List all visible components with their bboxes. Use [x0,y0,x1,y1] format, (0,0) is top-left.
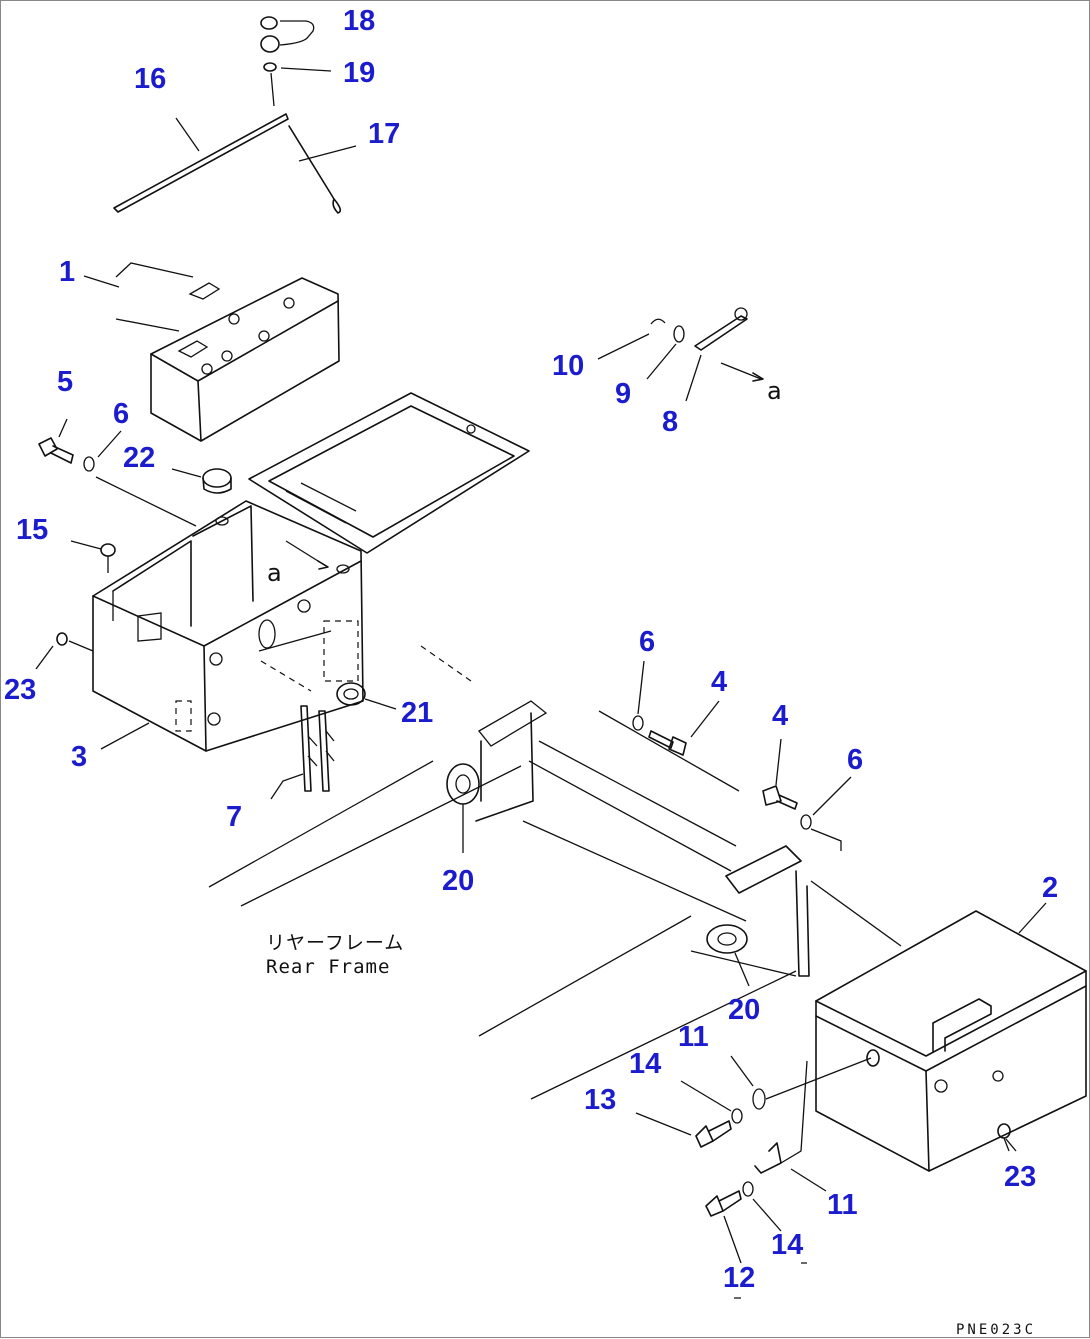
rubber-mount-20-right [706,924,750,987]
callout-2: 2 [1042,872,1058,904]
callout-17: 17 [368,118,400,150]
callout-10: 10 [552,350,584,382]
callout-labels: 18 19 16 17 1 10 9 8 5 6 22 15 23 3 21 7… [4,5,1058,1294]
rubber-mount-21 [336,682,397,710]
callout-18: 18 [343,5,375,37]
callout-14-upper: 14 [629,1048,661,1080]
callout-11-lower: 11 [827,1189,858,1221]
callout-20-right: 20 [728,994,760,1026]
callout-16: 16 [134,63,166,95]
callout-8: 8 [662,406,678,438]
callout-13: 13 [584,1084,616,1116]
callout-11-upper: 11 [678,1021,709,1053]
leader-lines [83,275,1047,1152]
vent-cap [171,468,232,494]
battery-hook-bolt [175,117,357,214]
callout-6-right: 6 [847,744,863,776]
mounting-bracket [270,705,335,800]
callout-23-left: 23 [4,674,36,706]
bolt-right [762,738,852,851]
battery-hold-rod [113,72,289,213]
caption-rear-frame-en: Rear Frame [266,956,390,978]
rear-frame [208,630,902,1100]
rubber-mount-20-left [446,763,480,853]
callout-3: 3 [71,741,87,773]
ref-mark-a-box: a [267,559,282,587]
callout-14-lower: 14 [771,1229,803,1261]
ground-cable [597,307,764,402]
callout-7: 7 [226,801,242,833]
small-bolt-15 [35,540,116,670]
callout-15: 15 [16,514,48,546]
caption-rear-frame-jp: リヤーフレーム [266,932,404,954]
callout-22: 22 [123,442,155,474]
callout-4-center: 4 [711,666,727,698]
bolt-center [632,660,720,756]
battery-tray [248,392,530,554]
callout-23-right: 23 [1004,1161,1036,1193]
callout-6-left: 6 [113,398,129,430]
battery [115,262,340,442]
callout-5: 5 [57,366,73,398]
callout-4-right: 4 [772,700,788,732]
ref-mark-a-cable: a [767,377,782,405]
callout-21: 21 [401,697,433,729]
battery-box-right [815,910,1087,1172]
callout-1: 1 [59,256,75,288]
bolt-left [38,418,197,527]
callout-9: 9 [615,378,631,410]
drawing-code: PNE023C [956,1322,1036,1338]
callout-6-center: 6 [639,626,655,658]
battery-box-left [92,500,364,752]
callout-20-left: 20 [442,865,474,897]
nut-and-washer-set [260,16,332,72]
fastener-group-lower [635,1055,872,1299]
callout-19: 19 [343,57,375,89]
callout-12: 12 [723,1262,755,1294]
